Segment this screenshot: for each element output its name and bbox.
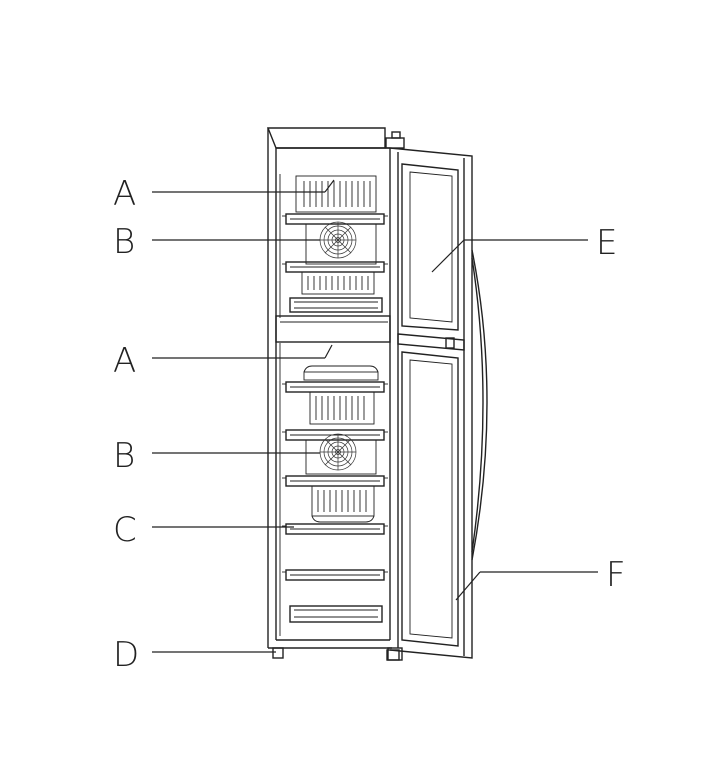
label-b-upper: B — [113, 222, 135, 262]
label-a-upper: A — [113, 174, 136, 214]
lower-fan-icon — [319, 433, 357, 471]
leader-lines — [152, 179, 598, 653]
label-a-lower: A — [113, 341, 136, 381]
upper-vent-slots — [303, 181, 371, 207]
label-d: D — [113, 635, 139, 675]
leader-f — [455, 571, 481, 601]
label-e: E — [596, 223, 617, 263]
door — [385, 131, 488, 661]
label-f: F — [606, 555, 626, 595]
label-b-lower: B — [113, 436, 135, 476]
lower-vent-slots-b — [317, 490, 367, 512]
lower-vent-slots-a — [315, 396, 365, 420]
upper-zone — [282, 175, 388, 313]
lower-zone — [282, 365, 388, 623]
label-c: C — [113, 510, 137, 550]
leader-e — [431, 239, 465, 273]
upper-lower-vent-slots — [307, 276, 369, 290]
cabinet-body — [266, 127, 400, 661]
upper-fan-icon — [319, 221, 357, 259]
callout-labels: A B A B C D E F — [113, 174, 626, 675]
